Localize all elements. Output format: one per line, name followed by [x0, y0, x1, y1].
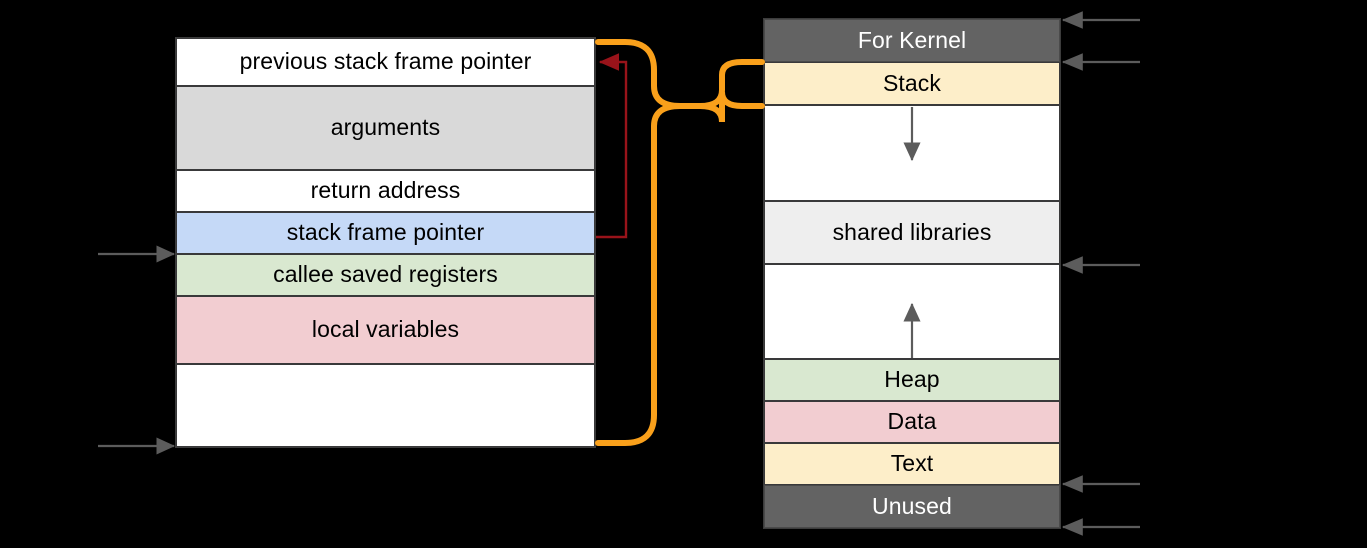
memory-row-label: Text — [890, 450, 934, 477]
stack-frame-incoming-arrows — [98, 245, 176, 455]
stack-block-brace — [673, 59, 765, 123]
memory-row-label: Stack — [882, 69, 942, 96]
previous-frame-pointer-link — [596, 53, 628, 239]
memory-row-text: Text — [764, 443, 1060, 485]
memory-row-shared-libraries: shared libraries — [764, 201, 1060, 264]
frame-to-stack-brace — [595, 39, 683, 446]
stack-frame-row-free-space — [176, 364, 595, 447]
memory-row-label: Heap — [884, 366, 940, 393]
memory-row-label: Data — [887, 408, 937, 435]
memory-row-data: Data — [764, 401, 1060, 443]
memory-row-label: shared libraries — [832, 218, 992, 245]
stack-frame-row-label: return address — [310, 177, 461, 204]
stack-frame-row-label: arguments — [330, 114, 441, 141]
stack-frame-row-label: callee saved registers — [273, 261, 498, 288]
memory-row-heap: Heap — [764, 359, 1060, 401]
stack-frame-row-return-address: return address — [176, 170, 595, 212]
memory-row-unused: Unused — [764, 485, 1060, 528]
memory-layout-incoming-arrows — [1061, 11, 1140, 536]
stack-frame-row-stack-frame-pointer: stack frame pointer — [176, 212, 595, 254]
stack-frame-row-label: stack frame pointer — [286, 219, 485, 246]
memory-row-label: Unused — [872, 492, 952, 519]
memory-row-heap-gap — [764, 264, 1060, 359]
stack-frame-row-label: local variables — [311, 316, 460, 343]
memory-row-stack-gap — [764, 105, 1060, 201]
stack-frame-row-local-variables: local variables — [176, 296, 595, 364]
stack-frame-row-previous-stack-frame-pointer: previous stack frame pointer — [176, 38, 595, 86]
stack-frame-row-arguments: arguments — [176, 86, 595, 170]
memory-row-for-kernel: For Kernel — [764, 19, 1060, 62]
stack-frame-row-label: previous stack frame pointer — [239, 48, 532, 75]
memory-row-label: For Kernel — [857, 26, 967, 53]
stack-frame-row-callee-saved-registers: callee saved registers — [176, 254, 595, 296]
memory-row-stack: Stack — [764, 62, 1060, 105]
